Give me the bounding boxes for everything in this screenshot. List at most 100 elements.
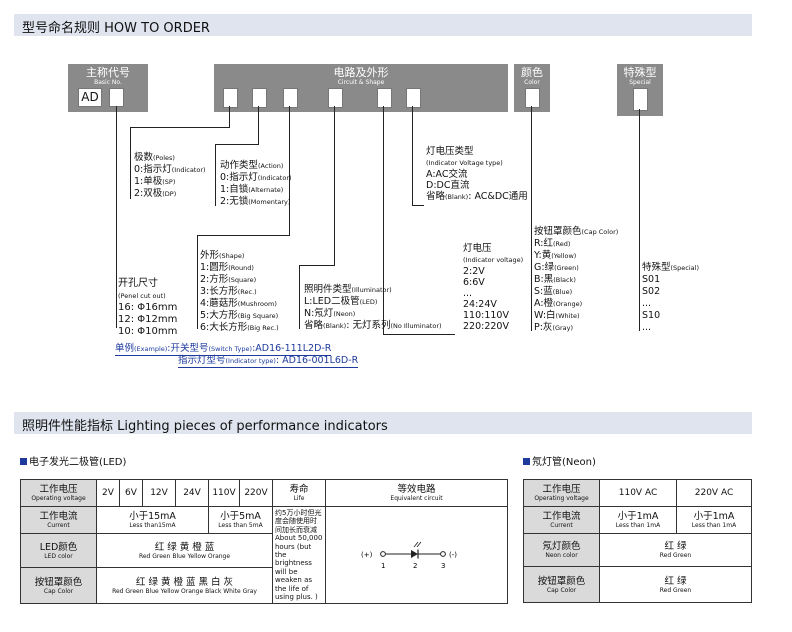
- cap-item-5: A:橙: [534, 298, 554, 309]
- shape-item-4: 5:大方形: [200, 310, 238, 321]
- cap-item-1-en: (Yellow): [551, 252, 577, 260]
- vtype-line-h: [412, 205, 424, 206]
- example-switch-model: :AD16-111L2D-R: [252, 343, 332, 354]
- illum-item-2-en: (Blank): [323, 322, 347, 330]
- poles-line-h: [130, 127, 230, 128]
- performance-title: 照明件性能指标 Lighting pieces of performance i…: [22, 419, 388, 434]
- example-switch-cn: :开关型号: [167, 343, 209, 354]
- action-digit-box: [252, 88, 267, 108]
- bullet-square-icon: [20, 458, 27, 465]
- panel-line: [116, 106, 117, 328]
- led-v-110v: 110V: [208, 479, 240, 507]
- circuit-node-3: [439, 550, 446, 557]
- voltage-title-en: (Indicator voltage): [463, 256, 524, 264]
- cap-item-0: R:红: [534, 238, 554, 249]
- led-circuit-diagram: (+) (-) 1 2 3: [361, 541, 457, 570]
- circuit-n3: 3: [441, 562, 445, 570]
- voltage-item-2: ...: [463, 288, 473, 299]
- basic-no-en: Basic No.: [94, 79, 122, 86]
- panel-digit-box: [109, 88, 124, 107]
- led-v-2v: 2V: [96, 479, 120, 507]
- example-indicator-type: 指示灯型号(Indicator type): AD16-001L6D-R: [178, 355, 359, 368]
- voltage-item-4: 110:110V: [463, 310, 509, 321]
- emit-arrow-1: [413, 541, 418, 547]
- led-table-title: 电子发光二极管(LED): [20, 453, 126, 468]
- example-indicator-model: : AD16-001L6D-R: [275, 355, 359, 366]
- panel-item-2: 10: Φ10mm: [118, 326, 178, 337]
- panel-item-0: 16: Φ16mm: [118, 302, 178, 313]
- vtype-item-0: A:AC交流: [426, 169, 468, 180]
- shape-item-1: 2:方形: [200, 274, 229, 285]
- special-item-1: S02: [642, 286, 661, 297]
- special-title: 特殊型: [642, 262, 671, 273]
- action-item-1-en: (Alternate): [248, 186, 284, 194]
- illum-item-1-en: (Neon): [333, 310, 356, 318]
- panel-title: 开孔尺寸: [118, 278, 158, 289]
- vtype-blank-tail: : AC&DC通用: [468, 191, 528, 202]
- circuit-shape-cn: 电路及外形: [333, 66, 389, 79]
- vtype-legend: 灯电压类型 (Indicator Voltage type) A:AC交流 D:…: [426, 146, 528, 203]
- how-to-order-header: 型号命名规则 HOW TO ORDER: [14, 14, 752, 36]
- cap-item-2-en: (Green): [554, 264, 579, 272]
- example-indicator-en: (Indicator type): [225, 357, 276, 365]
- special-item-2: ...: [642, 298, 652, 309]
- illum-title-en: (Illuminator): [351, 286, 392, 294]
- poles-item-1: 1:单极: [134, 176, 163, 187]
- shape-line-v: [197, 235, 198, 329]
- voltage-item-3: 24:24V: [463, 299, 497, 310]
- color-digit-box: [525, 88, 540, 108]
- shape-item-3-en: (Mushroom): [237, 300, 277, 308]
- voltage-line-h: [383, 334, 455, 335]
- shape-item-2: 3:长方形: [200, 286, 238, 297]
- poles-item-0: 0:指示灯: [134, 164, 172, 175]
- poles-item-2-en: (DP): [162, 190, 177, 198]
- illum-item-0: L:LED二极管: [304, 296, 360, 307]
- circuit-n2: 2: [413, 562, 417, 570]
- color-en: Color: [524, 79, 540, 86]
- poles-item-1-en: (SP): [162, 178, 176, 186]
- action-line-up: [258, 106, 259, 144]
- action-item-2: 2:无锁: [220, 196, 249, 207]
- voltage-title: 灯电压: [463, 243, 492, 254]
- bullet-square-icon: [523, 458, 530, 465]
- how-to-order-title: 型号命名规则 HOW TO ORDER: [22, 21, 210, 36]
- poles-title: 极数: [134, 152, 154, 163]
- cap-item-2: G:绿: [534, 262, 555, 273]
- neon-v-220: 220V AC: [676, 479, 752, 507]
- panel-title-en: (Penel cut out): [118, 292, 166, 300]
- example-switch-en: (Switch Type): [208, 345, 253, 353]
- shape-item-0: 1:圆形: [200, 262, 229, 273]
- voltage-item-5: 220:220V: [463, 321, 509, 332]
- led-diode-icon: [410, 549, 418, 558]
- neon-v-110: 110V AC: [599, 479, 677, 507]
- led-v-12v: 12V: [142, 479, 176, 507]
- example-indicator-cn: 指示灯型号: [178, 355, 226, 366]
- illum-item-2: 省略: [304, 320, 324, 331]
- example-switch-type: 单例(Example):开关型号(Switch Type):AD16-111L2…: [115, 343, 332, 356]
- action-line-h: [215, 144, 259, 145]
- circuit-minus-label: (-): [449, 551, 457, 559]
- vtype-blank: 省略: [426, 191, 446, 202]
- action-item-0-en: (Indicator): [257, 174, 292, 182]
- shape-item-2-en: (Rec.): [237, 288, 257, 296]
- circuit-node-1: [379, 550, 386, 557]
- cap-item-3: B:黑: [534, 274, 554, 285]
- basic-no-box: AD: [78, 88, 102, 107]
- shape-title-en: (Shape): [219, 252, 245, 260]
- panel-item-1: 12: Φ12mm: [118, 314, 178, 325]
- shape-item-4-en: (Big Square): [237, 312, 279, 320]
- shape-item-3: 4:蘑菇形: [200, 298, 238, 309]
- special-cn: 特殊型: [623, 66, 657, 79]
- cap-item-1: Y:黄: [534, 250, 552, 261]
